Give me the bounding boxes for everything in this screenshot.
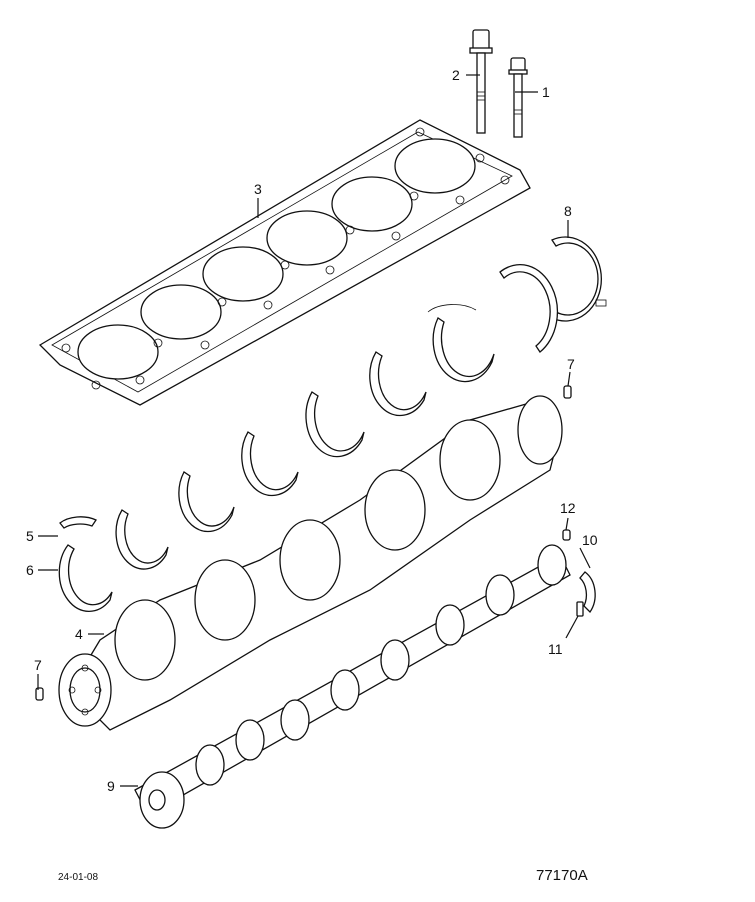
callout-2: 2: [452, 67, 460, 83]
camshaft-thrust-plate[interactable]: [579, 571, 596, 614]
dowel-pin-lower[interactable]: [35, 687, 44, 701]
callout-5: 5: [26, 528, 34, 544]
callout-4: 4: [75, 626, 83, 642]
callout-11: 11: [548, 641, 563, 657]
callout-7-upper: 7: [567, 356, 575, 372]
crankshaft[interactable]: [58, 395, 563, 731]
camshaft[interactable]: [134, 544, 571, 829]
callout-7-lower: 7: [34, 657, 42, 673]
thrust-plate-screw[interactable]: [576, 601, 584, 617]
callout-6: 6: [26, 562, 34, 578]
cylinder-head-bolt-long[interactable]: [469, 29, 493, 134]
callout-1: 1: [542, 84, 550, 100]
callout-3: 3: [254, 181, 262, 197]
callout-12: 12: [560, 500, 576, 516]
footer-date: 24-01-08: [58, 872, 98, 883]
camshaft-pin[interactable]: [562, 529, 571, 541]
leader-lines: [37, 74, 591, 787]
callout-8: 8: [564, 203, 572, 219]
cylinder-head-bolt-short[interactable]: [508, 57, 528, 138]
main-bearing-shells[interactable]: [58, 304, 495, 613]
dowel-pin-upper[interactable]: [563, 385, 572, 399]
callout-10: 10: [582, 532, 598, 548]
callout-9: 9: [107, 778, 115, 794]
cylinder-head-gasket[interactable]: [38, 119, 531, 406]
footer-drawing-number: 77170A: [536, 867, 588, 884]
thrust-washers[interactable]: [499, 236, 607, 353]
